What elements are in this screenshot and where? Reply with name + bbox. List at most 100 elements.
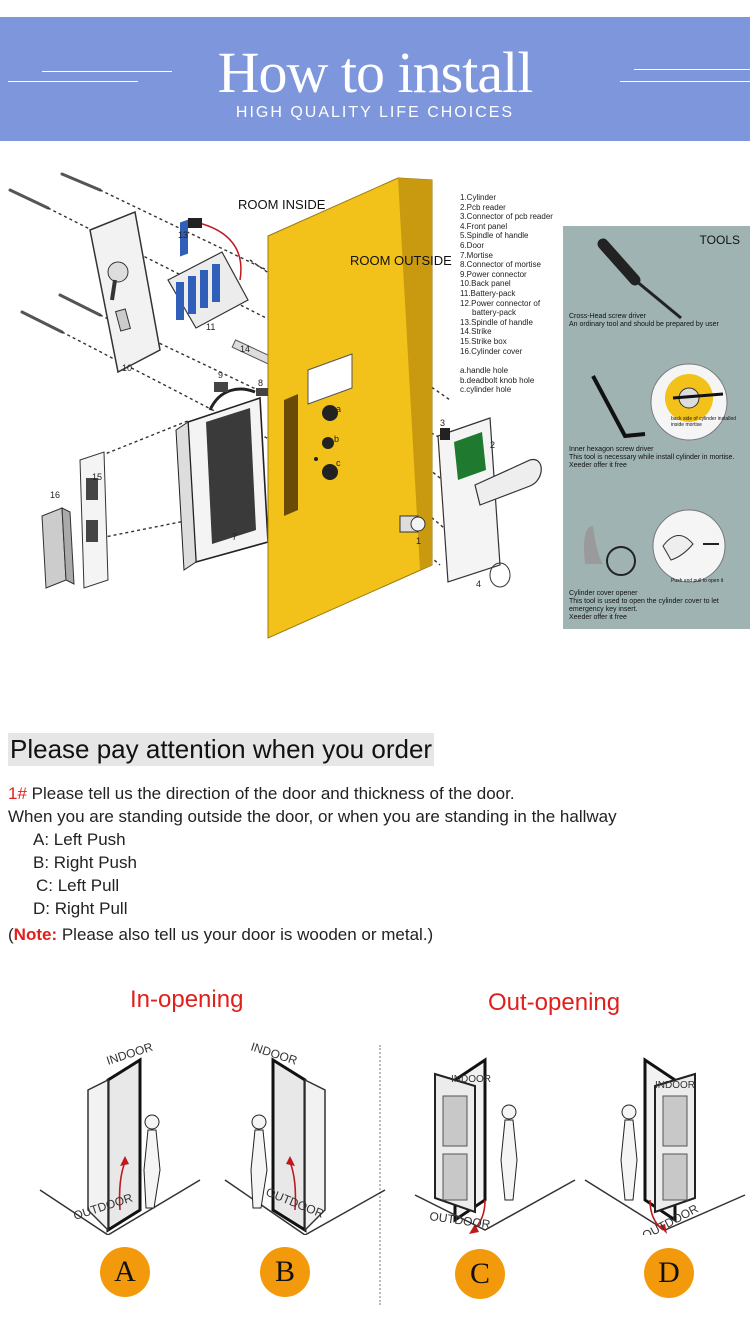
front-panel — [437, 417, 542, 588]
tool-name: Inner hexagon screw driver — [569, 446, 654, 453]
door-figure-a: INDOOR OUTDOOR — [30, 1030, 210, 1235]
legend-item: 15.Strike box — [460, 337, 507, 346]
page-title: How to install — [217, 40, 534, 105]
legend-item: 8.Connector of mortise — [460, 260, 541, 270]
part-label: 14 — [240, 344, 250, 354]
screw-icon — [20, 310, 64, 334]
hex-caption: back side of cylinder installed inside m… — [671, 416, 737, 428]
tool-desc: Xeeder offer it free — [569, 462, 627, 469]
suction-cup-icon — [584, 526, 636, 576]
screwdriver-text: Cross-Head screw driver An ordinary tool… — [569, 313, 719, 329]
door-figure-c: INDOOR OUTDOOR — [405, 1030, 585, 1235]
part-label: a — [336, 404, 341, 414]
strike-box — [41, 507, 75, 589]
part-label: 4 — [476, 579, 481, 589]
screw-icon — [8, 188, 50, 210]
legend-item: 14.Strike — [460, 327, 492, 337]
tools-illustration — [584, 238, 728, 583]
room-inside-label: ROOM INSIDE — [238, 197, 326, 212]
part-label: 16 — [50, 490, 60, 500]
banner-rule-left-top — [42, 71, 172, 72]
banner-rule-right-top — [634, 69, 750, 70]
door-figure-d: INDOOR OUTDOOR — [575, 1030, 750, 1235]
hex-key-icon — [591, 375, 646, 439]
part-label: 2 — [490, 440, 495, 450]
legend-item: a.handle hole — [460, 366, 509, 375]
option-right-push: B: Right Push — [33, 853, 137, 872]
out-opening-label: Out-opening — [488, 989, 621, 1016]
legend-item: 5.Spindle of handle — [460, 231, 529, 241]
part-label: 1 — [416, 536, 421, 546]
outdoor-label: OUTDOOR — [429, 1209, 492, 1231]
indoor-label: INDOOR — [105, 1040, 155, 1068]
order-note: (Note: Please also tell us your door is … — [8, 925, 433, 945]
cylinder — [399, 515, 426, 533]
tool-name: Cross-Head screw driver — [569, 313, 647, 320]
legend-item: 4.Front panel — [460, 221, 508, 231]
cylinder-closeup-icon — [650, 363, 728, 441]
strike — [79, 451, 109, 589]
banner-rule-right-bottom — [620, 81, 750, 82]
legend-item: b.deadbolt knob hole — [460, 375, 535, 385]
legend-item: 2.Pcb reader — [460, 202, 506, 212]
tool-desc: An ordinary tool and should be prepared … — [569, 321, 719, 328]
hand-push-icon — [652, 509, 726, 583]
note-open-paren: ( — [8, 925, 14, 944]
note-text: Please also tell us your door is wooden … — [57, 925, 434, 944]
tool-desc: emergency key insert. — [569, 606, 638, 613]
opener-text: Cylinder cover opener This tool is used … — [569, 590, 719, 622]
option-left-pull: C: Left Pull — [36, 876, 120, 895]
part-label: 11 — [206, 322, 215, 332]
part-label: 10 — [122, 363, 132, 373]
indoor-label: INDOOR — [655, 1080, 695, 1091]
screwdriver-icon — [597, 238, 682, 320]
part-label: 13 — [178, 230, 188, 240]
part-label: b — [334, 434, 339, 444]
legend-item: 11.Battery-pack — [460, 289, 516, 298]
header-banner: How to install HIGH QUALITY LIFE CHOICES — [0, 17, 750, 141]
screw-icon — [60, 172, 102, 192]
room-outside-label: ROOM OUTSIDE — [350, 253, 452, 268]
part-label: 9 — [218, 370, 223, 380]
legend-item: c.cylinder hole — [460, 385, 512, 395]
banner-rule-left-bottom — [8, 81, 138, 82]
instruction-number: 1# — [8, 784, 27, 803]
legend-item: 6.Door — [460, 241, 485, 250]
order-instruction-1: 1# Please tell us the direction of the d… — [8, 784, 515, 804]
part-label: 7 — [232, 532, 237, 542]
legend-item: 1.Cylinder — [460, 193, 497, 202]
legend-item: 16.Cylinder cover — [460, 346, 523, 356]
back-panel — [89, 210, 161, 374]
part-label: c — [336, 458, 341, 468]
part-label: 15 — [92, 472, 102, 482]
option-badge-b: B — [260, 1247, 310, 1297]
tools-panel: TOOLS Cross-Head screw drive — [563, 226, 750, 629]
order-heading: Please pay attention when you order — [8, 733, 435, 766]
legend-item: 9.Power connector — [460, 269, 527, 279]
push-caption: Push and pull to open it — [671, 578, 724, 584]
tool-desc: Xeeder offer it free — [569, 614, 627, 621]
option-badge-c: C — [455, 1249, 505, 1299]
part-label: 8 — [258, 378, 263, 388]
note-label: Note: — [13, 925, 58, 944]
legend-item: 3.Connector of pcb reader — [460, 212, 553, 222]
page-subtitle: HIGH QUALITY LIFE CHOICES — [235, 104, 515, 121]
section-divider — [379, 1045, 381, 1305]
screw-icon — [58, 293, 102, 317]
tool-name: Cylinder cover opener — [569, 590, 638, 597]
option-badge-a: A — [100, 1247, 150, 1297]
tool-desc: This tool is used to open the cylinder c… — [569, 598, 719, 605]
part-label: 3 — [440, 418, 445, 428]
mortise — [175, 387, 269, 571]
legend-item: battery-pack — [472, 308, 517, 318]
tool-desc: This tool is necessary while install cyl… — [569, 454, 735, 461]
option-badge-d: D — [644, 1248, 694, 1298]
door-figure-b: INDOOR OUTDOOR — [215, 1030, 395, 1235]
order-instruction-2: When you are standing outside the door, … — [8, 807, 617, 826]
hex-text: Inner hexagon screw driver This tool is … — [569, 446, 734, 470]
battery-pack — [167, 218, 249, 329]
installation-diagram: 13 11 14 10 9 8 7 15 16 3 2 1 4 a b c RO… — [0, 160, 750, 640]
legend-item: 13.Spindle of handle — [460, 317, 533, 327]
option-left-push: A: Left Push — [33, 830, 126, 849]
indoor-label: INDOOR — [451, 1074, 491, 1085]
